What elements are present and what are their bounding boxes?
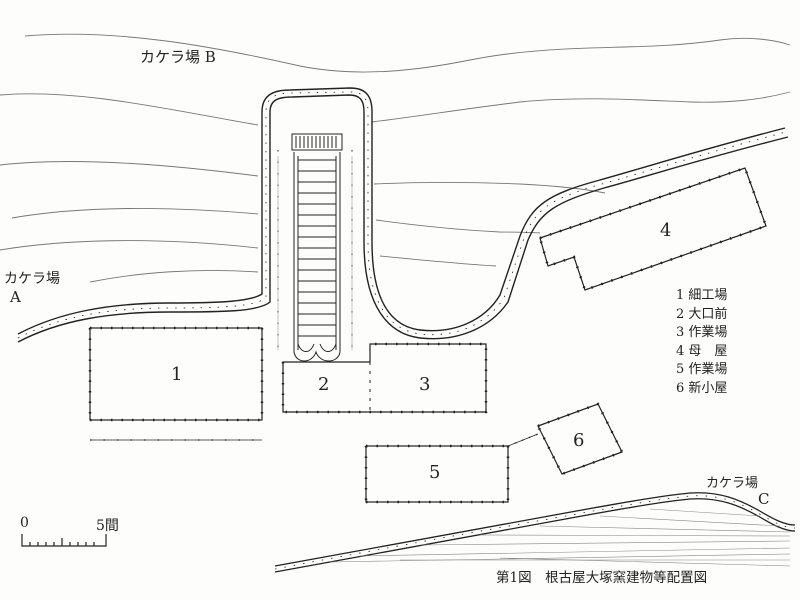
building-6-number: 6 <box>573 430 585 451</box>
quarry-a-letter: A <box>10 288 21 306</box>
kiln-outer-wall <box>17 87 789 343</box>
scale-bar <box>21 534 107 547</box>
building-5-outline <box>364 433 539 504</box>
building-1-outline <box>88 326 264 441</box>
quarry-b-label: カケラ場 B <box>140 48 216 66</box>
legend-item: 5 作業場 <box>676 362 728 377</box>
legend-item: 1 細工場 <box>676 288 728 303</box>
building-2-number: 2 <box>318 374 330 395</box>
legend-item: 3 作業場 <box>676 325 728 340</box>
building-6-outline <box>536 402 624 476</box>
quarry-c-label: カケラ場 <box>706 476 759 491</box>
figure-caption: 第1図 根古屋大塚窯建物等配置図 <box>496 570 708 586</box>
building-4-outline <box>538 166 768 292</box>
lower-slope-hatching <box>329 508 791 567</box>
scale-end-label: 5間 <box>96 518 119 534</box>
kiln-chambers <box>291 133 343 362</box>
legend-item: 4 母 屋 <box>676 343 728 359</box>
contour-lines <box>0 33 791 283</box>
kiln-shed-posts <box>277 150 353 356</box>
building-2-3-outline <box>281 342 488 414</box>
building-3-number: 3 <box>419 374 431 395</box>
legend-item: 6 新小屋 <box>676 380 728 396</box>
scale-start-label: 0 <box>20 515 29 531</box>
legend-item: 2 大口前 <box>676 306 728 322</box>
legend: 1 細工場 2 大口前 3 作業場 4 母 屋 5 作業場 6 新小屋 <box>676 287 727 398</box>
building-1-number: 1 <box>171 364 183 385</box>
building-4-number: 4 <box>660 220 672 241</box>
quarry-c-letter: C <box>758 490 770 508</box>
quarry-a-label: カケラ場 <box>4 271 60 287</box>
building-5-number: 5 <box>429 462 441 483</box>
